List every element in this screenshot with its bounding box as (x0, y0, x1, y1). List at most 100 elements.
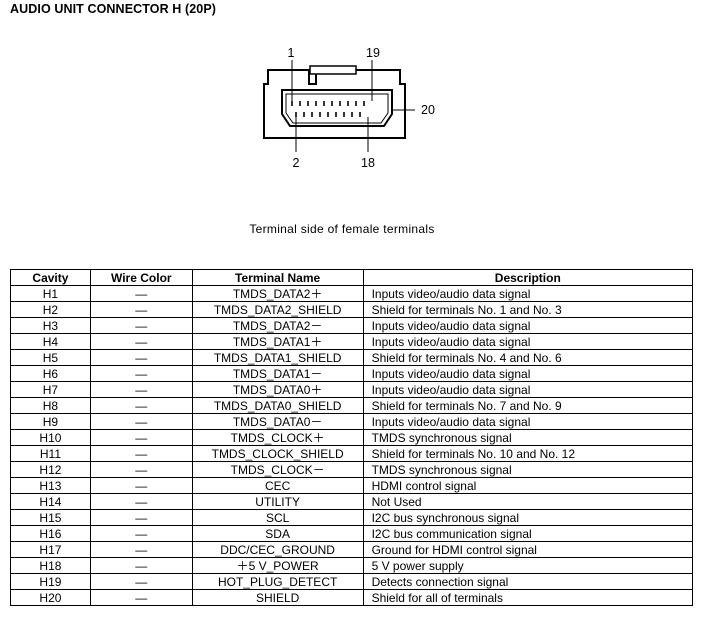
connector-housing (263, 69, 406, 139)
cell-cavity: H18 (10, 557, 91, 574)
cell-description: Inputs video/audio data signal (362, 317, 694, 334)
pin-label-18: 18 (361, 156, 375, 170)
cell-terminal-name: TMDS_DATA0－ (191, 413, 364, 430)
cell-wire-color: — (89, 429, 193, 446)
terminal-table: Cavity Wire Color Terminal Name Descript… (10, 269, 694, 606)
cell-description: Shield for terminals No. 1 and No. 3 (362, 301, 694, 318)
cell-wire-color: — (89, 349, 193, 366)
cell-cavity: H8 (10, 397, 91, 414)
connector-latch (309, 65, 357, 75)
cell-wire-color: — (89, 413, 193, 430)
pin-label-1: 1 (288, 46, 295, 60)
header-terminal-name: Terminal Name (191, 269, 364, 286)
page-title: AUDIO UNIT CONNECTOR H (20P) (10, 2, 217, 16)
cell-wire-color: — (89, 477, 193, 494)
cell-terminal-name: UTILITY (191, 493, 364, 510)
pin-leader-lines (291, 60, 415, 152)
cell-description: Shield for terminals No. 4 and No. 6 (362, 349, 694, 366)
cell-terminal-name: DDC/CEC_GROUND (191, 541, 364, 558)
cell-cavity: H5 (10, 349, 91, 366)
header-cavity: Cavity (10, 269, 91, 286)
cell-cavity: H20 (10, 589, 91, 606)
cell-description: Not Used (362, 493, 694, 510)
cell-cavity: H4 (10, 333, 91, 350)
pin-label-2: 2 (293, 156, 300, 170)
cell-terminal-name: HOT_PLUG_DETECT (191, 573, 364, 590)
cell-wire-color: — (89, 445, 193, 462)
cell-wire-color: — (89, 381, 193, 398)
cell-cavity: H7 (10, 381, 91, 398)
cell-wire-color: — (89, 493, 193, 510)
cell-terminal-name: TMDS_DATA2－ (191, 317, 364, 334)
cell-cavity: H2 (10, 301, 91, 318)
cell-wire-color: — (89, 509, 193, 526)
diagram-caption: Terminal side of female terminals (249, 222, 435, 236)
cell-wire-color: — (89, 317, 193, 334)
hdmi-port-shell (281, 89, 393, 127)
cell-description: I2C bus synchronous signal (362, 509, 694, 526)
cell-description: Inputs video/audio data signal (362, 365, 694, 382)
cell-wire-color: — (89, 285, 193, 302)
cell-description: Detects connection signal (362, 573, 694, 590)
cell-description: 5 V power supply (362, 557, 694, 574)
cell-wire-color: — (89, 461, 193, 478)
cell-description: Inputs video/audio data signal (362, 381, 694, 398)
table-row: H7—TMDS_DATA0＋Inputs video/audio data si… (10, 381, 694, 398)
cell-wire-color: — (89, 365, 193, 382)
cell-terminal-name: ＋5 V_POWER (191, 557, 364, 574)
cell-terminal-name: SDA (191, 525, 364, 542)
cell-cavity: H19 (10, 573, 91, 590)
cell-cavity: H12 (10, 461, 91, 478)
table-header-row: Cavity Wire Color Terminal Name Descript… (10, 269, 694, 286)
cell-description: Inputs video/audio data signal (362, 333, 694, 350)
cell-description: Shield for terminals No. 7 and No. 9 (362, 397, 694, 414)
cell-description: I2C bus communication signal (362, 525, 694, 542)
cell-terminal-name: TMDS_DATA1－ (191, 365, 364, 382)
cell-wire-color: — (89, 397, 193, 414)
cell-cavity: H1 (10, 285, 91, 302)
table-row: H12—TMDS_CLOCK－TMDS synchronous signal (10, 461, 694, 478)
cell-cavity: H17 (10, 541, 91, 558)
cell-description: Shield for terminals No. 10 and No. 12 (362, 445, 694, 462)
cell-terminal-name: SHIELD (191, 589, 364, 606)
cell-cavity: H14 (10, 493, 91, 510)
cell-cavity: H10 (10, 429, 91, 446)
cell-description: Ground for HDMI control signal (362, 541, 694, 558)
cell-terminal-name: TMDS_DATA1_SHIELD (191, 349, 364, 366)
cell-terminal-name: CEC (191, 477, 364, 494)
cell-terminal-name: TMDS_CLOCK－ (191, 461, 364, 478)
pin-label-20: 20 (421, 103, 435, 117)
cell-cavity: H16 (10, 525, 91, 542)
cell-description: TMDS synchronous signal (362, 461, 694, 478)
cell-terminal-name: TMDS_DATA2＋ (191, 285, 364, 302)
cell-description: TMDS synchronous signal (362, 429, 694, 446)
cell-wire-color: — (89, 525, 193, 542)
cell-wire-color: — (89, 573, 193, 590)
header-wire-color: Wire Color (89, 269, 193, 286)
cell-terminal-name: TMDS_CLOCK＋ (191, 429, 364, 446)
connector-diagram: 1 19 20 2 18 (263, 46, 435, 170)
cell-terminal-name: TMDS_DATA2_SHIELD (191, 301, 364, 318)
cell-description: Inputs video/audio data signal (362, 285, 694, 302)
cell-terminal-name: TMDS_DATA1＋ (191, 333, 364, 350)
cell-wire-color: — (89, 301, 193, 318)
table-row: H6—TMDS_DATA1－Inputs video/audio data si… (10, 365, 694, 382)
cell-cavity: H6 (10, 365, 91, 382)
cell-cavity: H13 (10, 477, 91, 494)
table-row: H4—TMDS_DATA1＋Inputs video/audio data si… (10, 333, 694, 350)
table-row: H9—TMDS_DATA0－Inputs video/audio data si… (10, 413, 694, 430)
cell-cavity: H11 (10, 445, 91, 462)
pin-label-19: 19 (366, 46, 380, 60)
table-row: H1—TMDS_DATA2＋Inputs video/audio data si… (10, 285, 694, 302)
cell-description: HDMI control signal (362, 477, 694, 494)
cell-wire-color: — (89, 333, 193, 350)
